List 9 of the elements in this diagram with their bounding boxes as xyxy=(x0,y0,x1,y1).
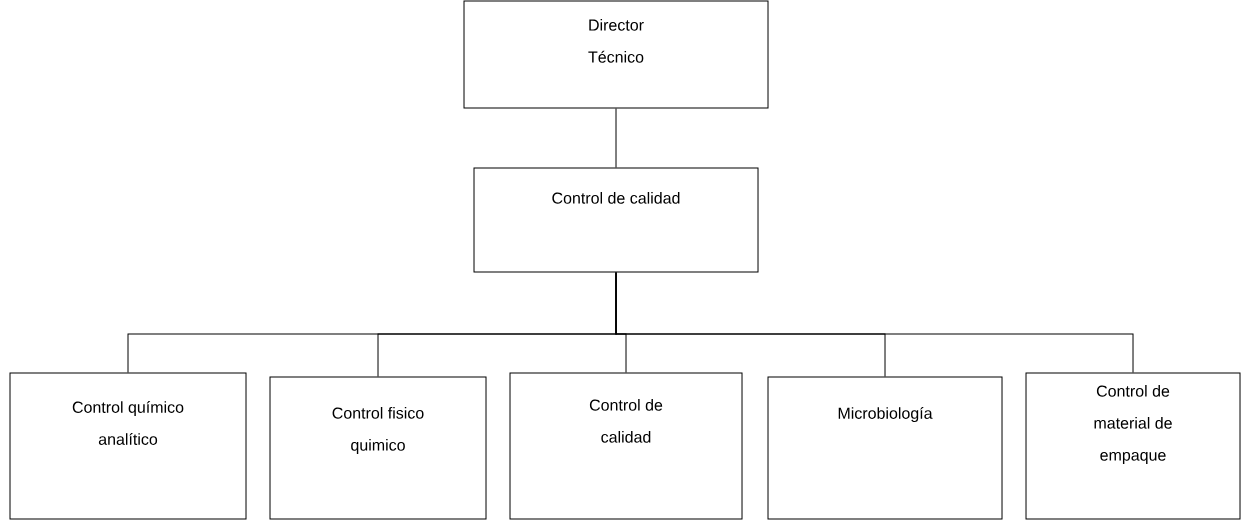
org-box: Control de calidad xyxy=(509,372,743,520)
org-box: Control de calidad xyxy=(473,167,759,273)
connector-line xyxy=(615,108,617,168)
org-box: Control de material de empaque xyxy=(1025,372,1241,520)
org-box: Control fisico quimico xyxy=(269,376,487,520)
org-box: Director Técnico xyxy=(463,0,769,109)
org-box: Microbiología xyxy=(767,376,1003,520)
org-box: Control químico analítico xyxy=(9,372,247,520)
connector-line xyxy=(615,272,1134,373)
